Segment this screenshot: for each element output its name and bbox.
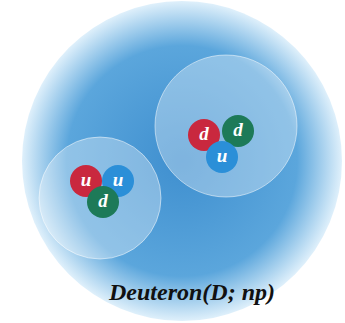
- quark-node: u: [206, 141, 238, 173]
- quark-label: u: [81, 170, 92, 189]
- quark-label: d: [98, 191, 108, 210]
- deuteron-sphere: [22, 1, 342, 321]
- quark-label: u: [113, 170, 124, 189]
- particle-title: Deuteron(D; np): [109, 279, 275, 305]
- quark-label: u: [217, 146, 228, 165]
- quark-node: d: [87, 186, 119, 218]
- quark-circle: [87, 186, 119, 218]
- quark-label: d: [199, 124, 209, 143]
- quark-label: d: [233, 120, 243, 139]
- quark-circle: [206, 141, 238, 173]
- neutron-sphere: [155, 55, 297, 197]
- proton-sphere: [39, 137, 161, 259]
